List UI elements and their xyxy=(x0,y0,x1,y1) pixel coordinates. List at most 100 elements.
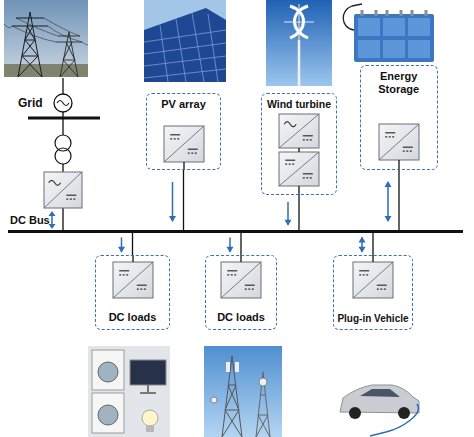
dc-symbol xyxy=(359,270,369,271)
dc-symbol xyxy=(403,147,413,148)
module-label: Wind turbine xyxy=(262,98,336,110)
appliances-photo xyxy=(88,346,170,437)
dc-symbol xyxy=(285,164,295,165)
converter-module: DC loads xyxy=(205,255,277,330)
module-label: PV array xyxy=(147,98,220,111)
converter-diagonal xyxy=(44,172,82,208)
photo-background xyxy=(345,0,440,70)
photo-sky xyxy=(266,0,332,86)
arrow-head xyxy=(169,216,176,222)
power-line xyxy=(4,18,88,45)
arrow-head xyxy=(285,220,292,226)
dish xyxy=(211,397,217,403)
arrow-head xyxy=(227,247,234,253)
dc-symbol xyxy=(385,132,395,133)
converter-module: DC loads xyxy=(95,255,170,330)
battery-terminal xyxy=(362,10,426,16)
ac-symbol xyxy=(284,122,296,127)
converter-symbol xyxy=(279,114,319,148)
module-label: Plug-in Vehicle xyxy=(334,313,412,325)
power-flow-arrow xyxy=(51,215,53,225)
converter-diagonal xyxy=(164,126,204,162)
power-flow-arrow xyxy=(287,202,289,225)
battery-photo xyxy=(343,0,440,70)
lattice-tower xyxy=(222,356,242,437)
label-group: DC Bus xyxy=(10,214,50,227)
grid-tower-photo xyxy=(4,0,88,77)
dc-symbol xyxy=(137,289,147,290)
power-connector xyxy=(118,233,133,255)
power-flow-arrow xyxy=(121,237,123,251)
battery-bank xyxy=(354,14,434,62)
monitor-stand xyxy=(140,385,156,393)
dc-symbol xyxy=(119,270,129,271)
power-connector xyxy=(169,170,184,230)
battery-cell xyxy=(408,18,430,36)
ac-wave xyxy=(57,101,69,106)
antenna-panel xyxy=(226,362,230,372)
arrow-head xyxy=(385,181,392,187)
wheel xyxy=(349,407,361,419)
label-group: Energy Storage xyxy=(369,70,429,95)
module-label: DC loads xyxy=(96,311,169,324)
ac-symbol xyxy=(49,180,61,185)
converter-symbol xyxy=(379,124,419,160)
lead-wire xyxy=(298,148,299,152)
turbine-pole xyxy=(298,40,301,86)
dc-bus: DC Bus xyxy=(8,230,463,233)
converter-symbol xyxy=(44,172,82,208)
bus-label: DC Bus xyxy=(10,214,50,227)
dc-symbol xyxy=(303,139,313,140)
lattice-tower xyxy=(256,372,270,437)
dc-symbol xyxy=(303,173,313,174)
battery-cell xyxy=(383,40,405,58)
label-group: PV array xyxy=(147,98,220,111)
bus-wire xyxy=(298,195,299,230)
dc-symbol xyxy=(66,199,76,200)
antenna-panel xyxy=(235,362,239,372)
dish xyxy=(259,378,267,386)
wheel xyxy=(398,407,410,419)
bus-wire xyxy=(183,170,184,230)
pylon xyxy=(12,12,48,77)
pv-panel xyxy=(144,8,226,82)
transformer-winding xyxy=(55,148,71,164)
washer xyxy=(92,350,124,390)
photo-background xyxy=(88,346,170,437)
battery-cell xyxy=(383,18,405,36)
bus-wire xyxy=(132,233,133,255)
battery-cell xyxy=(358,40,380,58)
dc-symbol xyxy=(66,195,76,196)
ac-source xyxy=(54,94,72,112)
transformer-winding xyxy=(55,135,71,151)
bus-wire xyxy=(372,233,373,255)
battery-cell xyxy=(358,18,380,36)
photo-sky xyxy=(4,0,88,77)
converter-symbol xyxy=(164,126,204,162)
power-flow-arrow xyxy=(229,237,231,251)
bus-wire xyxy=(398,170,399,230)
turbine-hub xyxy=(284,4,314,42)
bulb-base xyxy=(146,425,154,432)
car-window xyxy=(360,389,400,397)
dc-symbol xyxy=(119,274,129,275)
photo-sky xyxy=(204,346,282,437)
power-flow-arrow xyxy=(387,182,389,221)
arrow-head xyxy=(385,216,392,222)
wind-turbine-photo xyxy=(266,0,332,86)
converter-module: Wind turbine xyxy=(261,93,337,195)
dc-symbol xyxy=(245,285,255,286)
dc-symbol xyxy=(245,289,255,290)
power-connector xyxy=(227,233,242,255)
converter-module: Plug-in Vehicle xyxy=(333,255,413,330)
photo-background xyxy=(334,346,422,437)
dc-symbol xyxy=(377,285,387,286)
pv-panel-photo xyxy=(144,0,226,82)
bulb xyxy=(142,410,158,426)
dc-symbol xyxy=(303,135,313,136)
washer-door xyxy=(98,362,118,382)
washer-door xyxy=(98,405,118,425)
converter-symbol xyxy=(113,262,153,298)
